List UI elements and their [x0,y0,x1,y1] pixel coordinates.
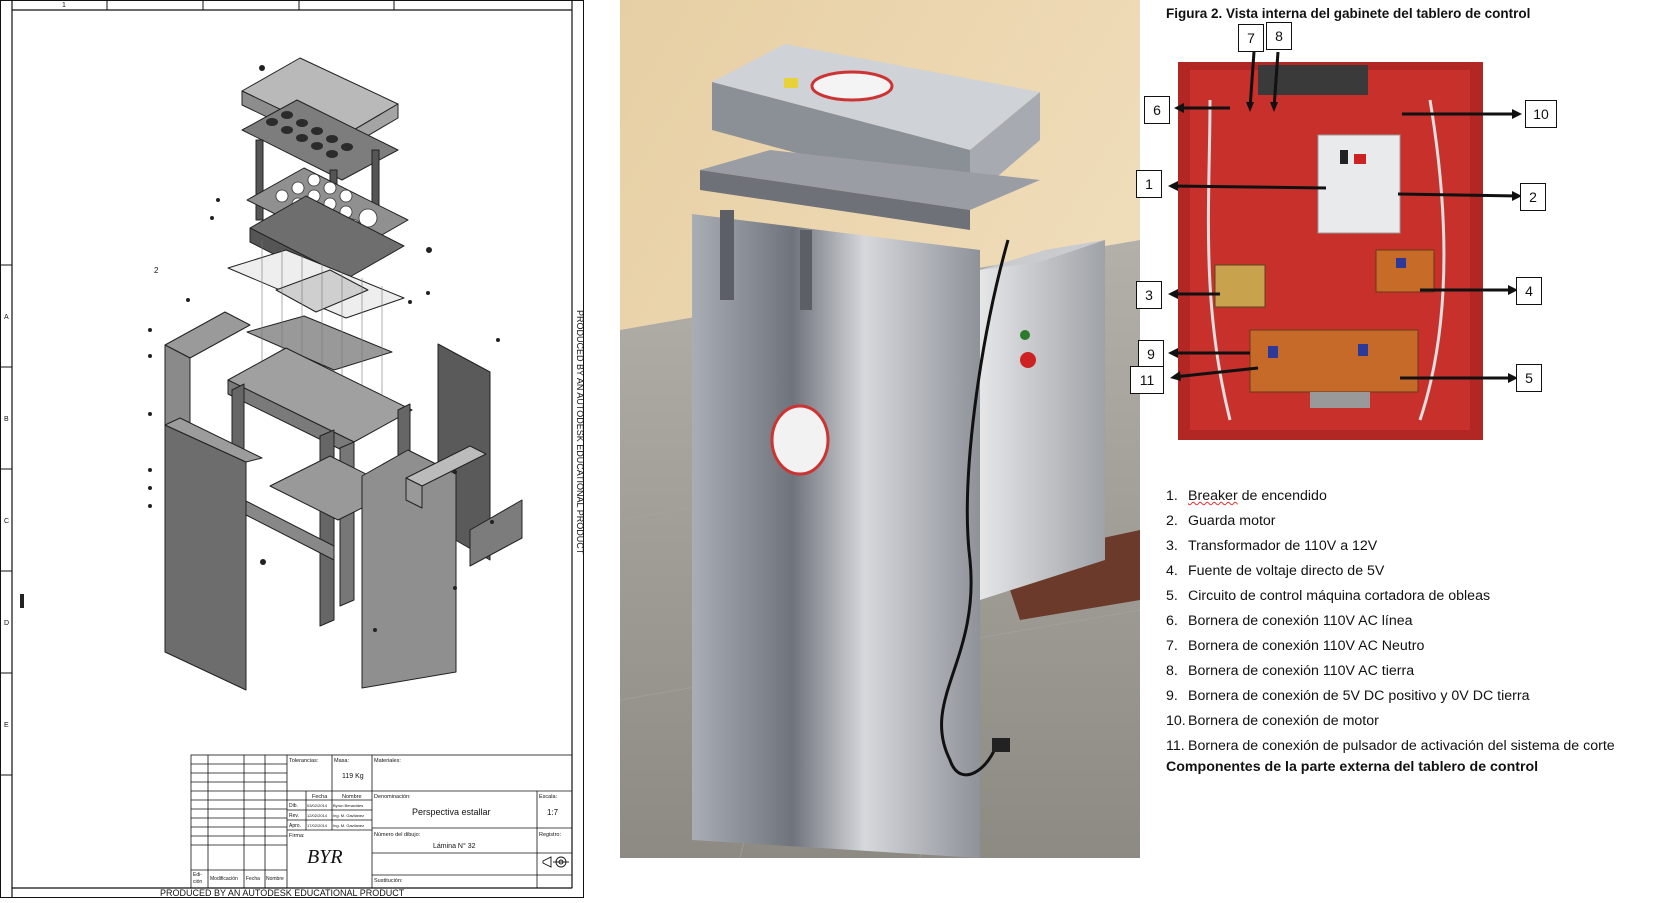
projection-symbol-icon [542,856,569,868]
row-label-top: 1 [62,2,66,9]
callout-9: 9 [1138,340,1164,368]
legend-item-2: 2.Guarda motor [1166,513,1276,529]
zone-letter-b: B [4,416,9,423]
row-rev-label: Rev. [289,813,299,819]
callout-2: 2 [1520,183,1546,211]
legend-item-6: 6.Bornera de conexión 110V AC línea [1166,613,1413,629]
firma-signature: BYR [307,846,343,868]
callout-arrows [1168,51,1522,383]
legend-item-3: 3.Transformador de 110V a 12V [1166,538,1378,554]
fecha-header: Fecha [312,794,328,800]
zone-letter-d: D [4,620,9,627]
row-apro-label: Apro. [289,823,301,829]
legend-item-8: 8.Bornera de conexión 110V AC tierra [1166,663,1415,679]
tolerancias-label: Tolerancias: [289,758,319,764]
escala-value: 1:7 [547,808,559,817]
edicion-label-line1: Edi- [193,872,202,878]
materiales-label: Materiales: [374,758,401,764]
machine-photo [619,0,1141,859]
part-number-label: 2 [154,266,159,275]
callout-1: 1 [1136,170,1162,198]
machine-photo-art [619,0,1141,859]
zone-letter-a: A [4,314,9,321]
figure-title: Figura 2. Vista interna del gabinete del… [1166,6,1531,21]
firma-label: Firma: [289,833,305,839]
modificacion-label: Modificación [210,876,238,882]
denominacion-label: Denominación: [374,794,411,800]
title-block [190,754,573,889]
numero-label: Número del dibujo: [374,832,421,838]
component-legend: 1.Breaker de encendido 2.Guarda motor 3.… [1166,484,1646,759]
sustitucion-label: Sustitución: [374,878,403,884]
callout-8: 8 [1266,22,1292,50]
title-block-text: Tolerancias: Masa: 119 Kg Materiales: Fe… [193,758,569,885]
row-dib-nombre: Byron Benavides [333,803,363,808]
callout-5: 5 [1516,364,1542,392]
row-apro-nombre: Ing. M. Gavilanez [333,823,364,828]
row-dib-fecha: 03/02/2014 [307,803,328,808]
technical-drawing-sheet: 1 A B C D E 2 [0,0,585,898]
clip-mark-icon [20,594,24,608]
legend-item-7: 7.Bornera de conexión 110V AC Neutro [1166,638,1425,654]
legend-item-9: 9.Bornera de conexión de 5V DC positivo … [1166,688,1530,704]
callout-10: 10 [1525,100,1557,128]
cabinet-interior-photo [1168,51,1522,440]
nombre-header: Nombre [342,794,362,800]
row-rev-nombre: Ing. M. Gavilanez [333,813,364,818]
watermark-bottom: PRODUCED BY AN AUTODESK EDUCATIONAL PROD… [160,888,405,898]
callout-7: 7 [1238,24,1264,52]
masa-label: Masa: [334,758,349,764]
zone-letter-c: C [4,518,9,525]
nombre-label: Nombre [266,876,284,882]
legend-item-10: 10.Bornera de conexión de motor [1166,713,1379,729]
registro-label: Registro: [539,832,561,838]
figure-panel: Figura 2. Vista interna del gabinete del… [1130,0,1654,898]
watermark-side: PRODUCED BY AN AUTODESK EDUCATIONAL PROD… [575,310,585,555]
callout-3: 3 [1136,281,1162,309]
exploded-machine-art [148,57,523,691]
escala-label: Escala: [539,794,558,800]
fecha-label: Fecha [246,876,260,882]
edicion-label-line2: ción [193,879,202,885]
row-apro-fecha: 17/02/2014 [307,823,328,828]
row-dib-label: Dib. [289,803,298,809]
machine-body [692,214,980,858]
callout-11: 11 [1130,366,1164,394]
section-heading: Componentes de la parte externa del tabl… [1166,759,1539,775]
denominacion-value: Perspectiva estallar [412,807,491,817]
callout-4: 4 [1516,277,1542,305]
legend-item-5: 5.Circuito de control máquina cortadora … [1166,588,1491,604]
zone-letter-e: E [4,722,9,729]
row-rev-fecha: 12/02/2014 [307,813,328,818]
legend-item-4: 4.Fuente de voltaje directo de 5V [1166,563,1385,579]
legend-item-11: 11.Bornera de conexión de pulsador de ac… [1166,738,1615,754]
numero-value: Lámina N° 32 [433,842,476,850]
masa-value: 119 Kg [342,773,364,780]
exploded-view-drawing: 1 A B C D E 2 [0,0,585,898]
legend-item-1: 1.Breaker de encendido [1166,488,1327,504]
callout-6: 6 [1144,96,1170,124]
